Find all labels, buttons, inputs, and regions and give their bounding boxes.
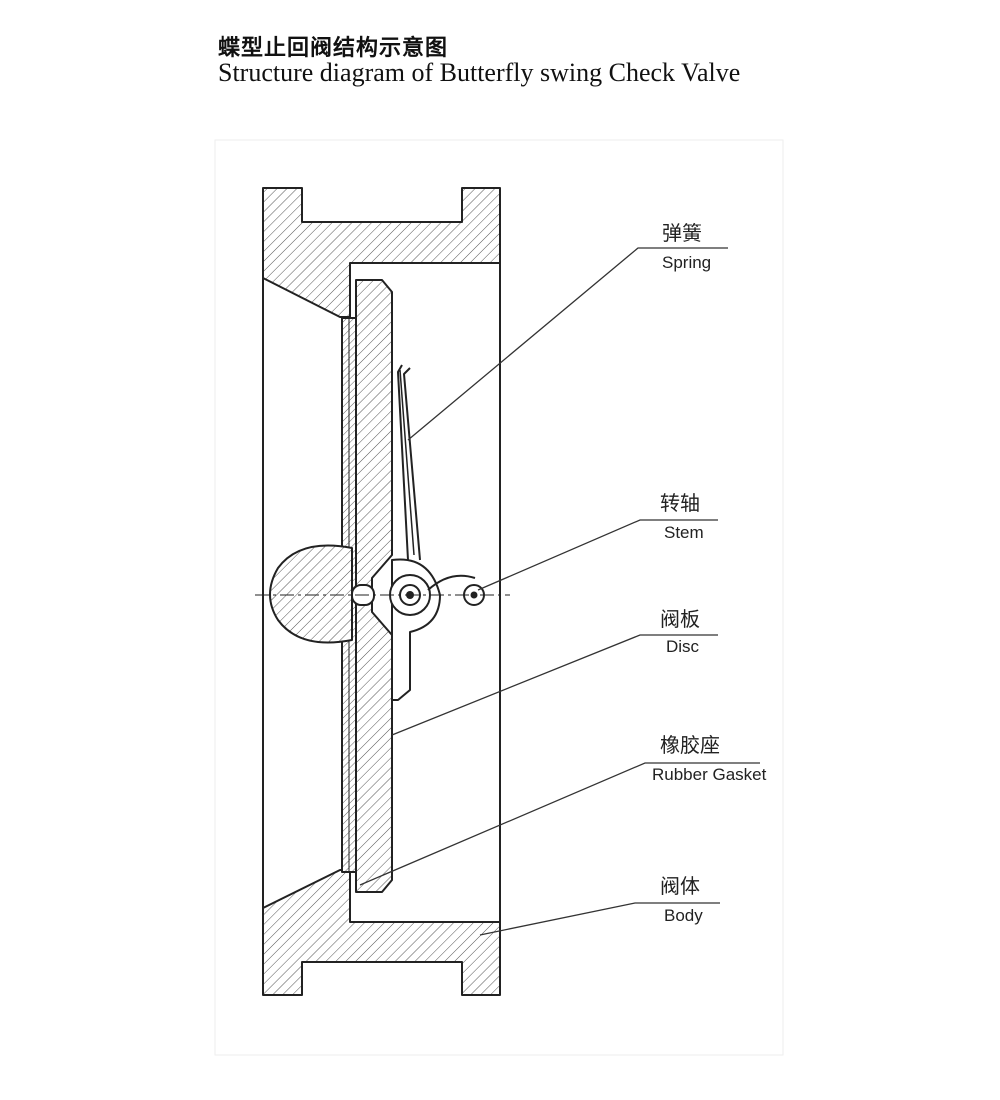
label-body-en: Body <box>664 906 703 925</box>
disc-leader <box>391 634 718 736</box>
label-disc-en: Disc <box>666 637 700 656</box>
body-top-section <box>262 187 501 318</box>
stem-leader <box>477 519 718 591</box>
label-stem-en: Stem <box>664 523 704 542</box>
label-rubber-gasket: 橡胶座 Rubber Gasket <box>652 733 767 784</box>
label-spring: 弹簧 Spring <box>662 221 711 272</box>
label-rubber-gasket-en: Rubber Gasket <box>652 765 767 784</box>
hub-dome <box>269 544 353 644</box>
label-stem-cn: 转轴 <box>660 491 700 515</box>
title-english: Structure diagram of Butterfly swing Che… <box>218 58 741 87</box>
disc-shape <box>355 279 393 893</box>
body-leader <box>479 902 720 936</box>
label-body-cn: 阀体 <box>660 874 700 898</box>
label-body: 阀体 Body <box>660 874 703 925</box>
label-disc: 阀板 Disc <box>660 607 700 656</box>
spring-leader <box>407 247 728 441</box>
title-chinese: 蝶型止回阀结构示意图 <box>218 36 449 61</box>
drawing-frame <box>214 139 784 1056</box>
label-stem: 转轴 Stem <box>660 491 704 542</box>
label-rubber-gasket-cn: 橡胶座 <box>660 733 720 757</box>
stem-pin-arm <box>427 574 476 591</box>
body-bottom-section <box>262 869 501 996</box>
label-disc-cn: 阀板 <box>660 607 700 631</box>
rubber-gasket-leader <box>359 762 760 886</box>
label-spring-en: Spring <box>662 253 711 272</box>
spring-shape <box>397 364 421 561</box>
label-spring-cn: 弹簧 <box>662 221 702 245</box>
